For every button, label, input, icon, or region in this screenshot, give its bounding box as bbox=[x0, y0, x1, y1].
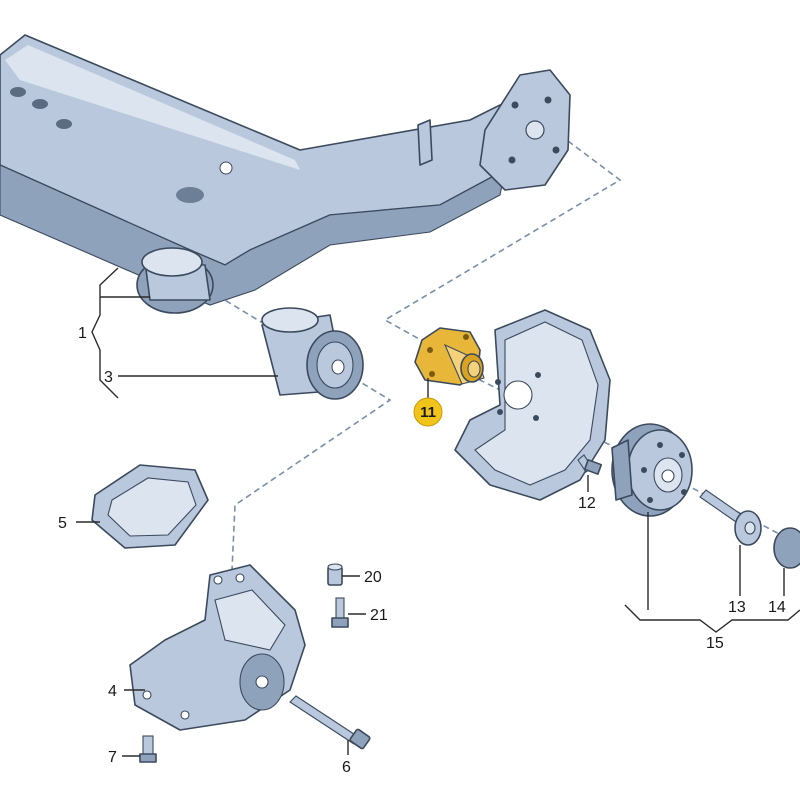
callout-11-badge bbox=[413, 397, 443, 427]
beam-slot-icon bbox=[176, 187, 204, 203]
wheel-hub-part-15 bbox=[611, 423, 693, 517]
callout-21: 21 bbox=[370, 607, 388, 624]
callout-4: 4 bbox=[108, 683, 117, 700]
callout-labels: 1 3 5 4 7 6 20 21 12 13 14 15 11 bbox=[58, 325, 786, 776]
callout-5: 5 bbox=[58, 515, 67, 532]
callout-13: 13 bbox=[728, 599, 746, 616]
bolt-part-13 bbox=[699, 489, 762, 546]
beam-slot-icon bbox=[56, 119, 72, 129]
beam-slot-icon bbox=[10, 87, 26, 97]
callout-11: 11 bbox=[420, 404, 436, 421]
brake-backing-plate bbox=[454, 309, 611, 501]
cap-part-14 bbox=[773, 527, 800, 569]
bolt-part-12 bbox=[577, 454, 603, 475]
wheel-flange-bracket bbox=[479, 69, 571, 191]
axle-beam bbox=[0, 34, 571, 314]
bolt-part-20 bbox=[327, 563, 343, 586]
callout-7: 7 bbox=[108, 749, 117, 766]
callout-20: 20 bbox=[364, 569, 382, 586]
callout-6: 6 bbox=[342, 759, 351, 776]
bushing-part-3 bbox=[261, 307, 364, 400]
callout-15: 15 bbox=[706, 635, 724, 652]
beam-slot-icon bbox=[32, 99, 48, 109]
bearing-bracket-part-4 bbox=[129, 564, 306, 731]
callout-1: 1 bbox=[78, 325, 87, 342]
mounting-pad-part-5 bbox=[91, 464, 209, 549]
axis-stub-to-axle bbox=[383, 134, 622, 346]
stub-axle-part-11 bbox=[414, 327, 485, 386]
bolt-part-6 bbox=[289, 695, 371, 750]
bolt-part-21 bbox=[331, 597, 349, 628]
leader-lines bbox=[76, 267, 800, 757]
callout-3: 3 bbox=[104, 369, 113, 386]
beam-hole-icon bbox=[219, 161, 233, 175]
bolt-part-7 bbox=[139, 735, 157, 763]
callout-12: 12 bbox=[578, 495, 596, 512]
callout-14: 14 bbox=[768, 599, 786, 616]
